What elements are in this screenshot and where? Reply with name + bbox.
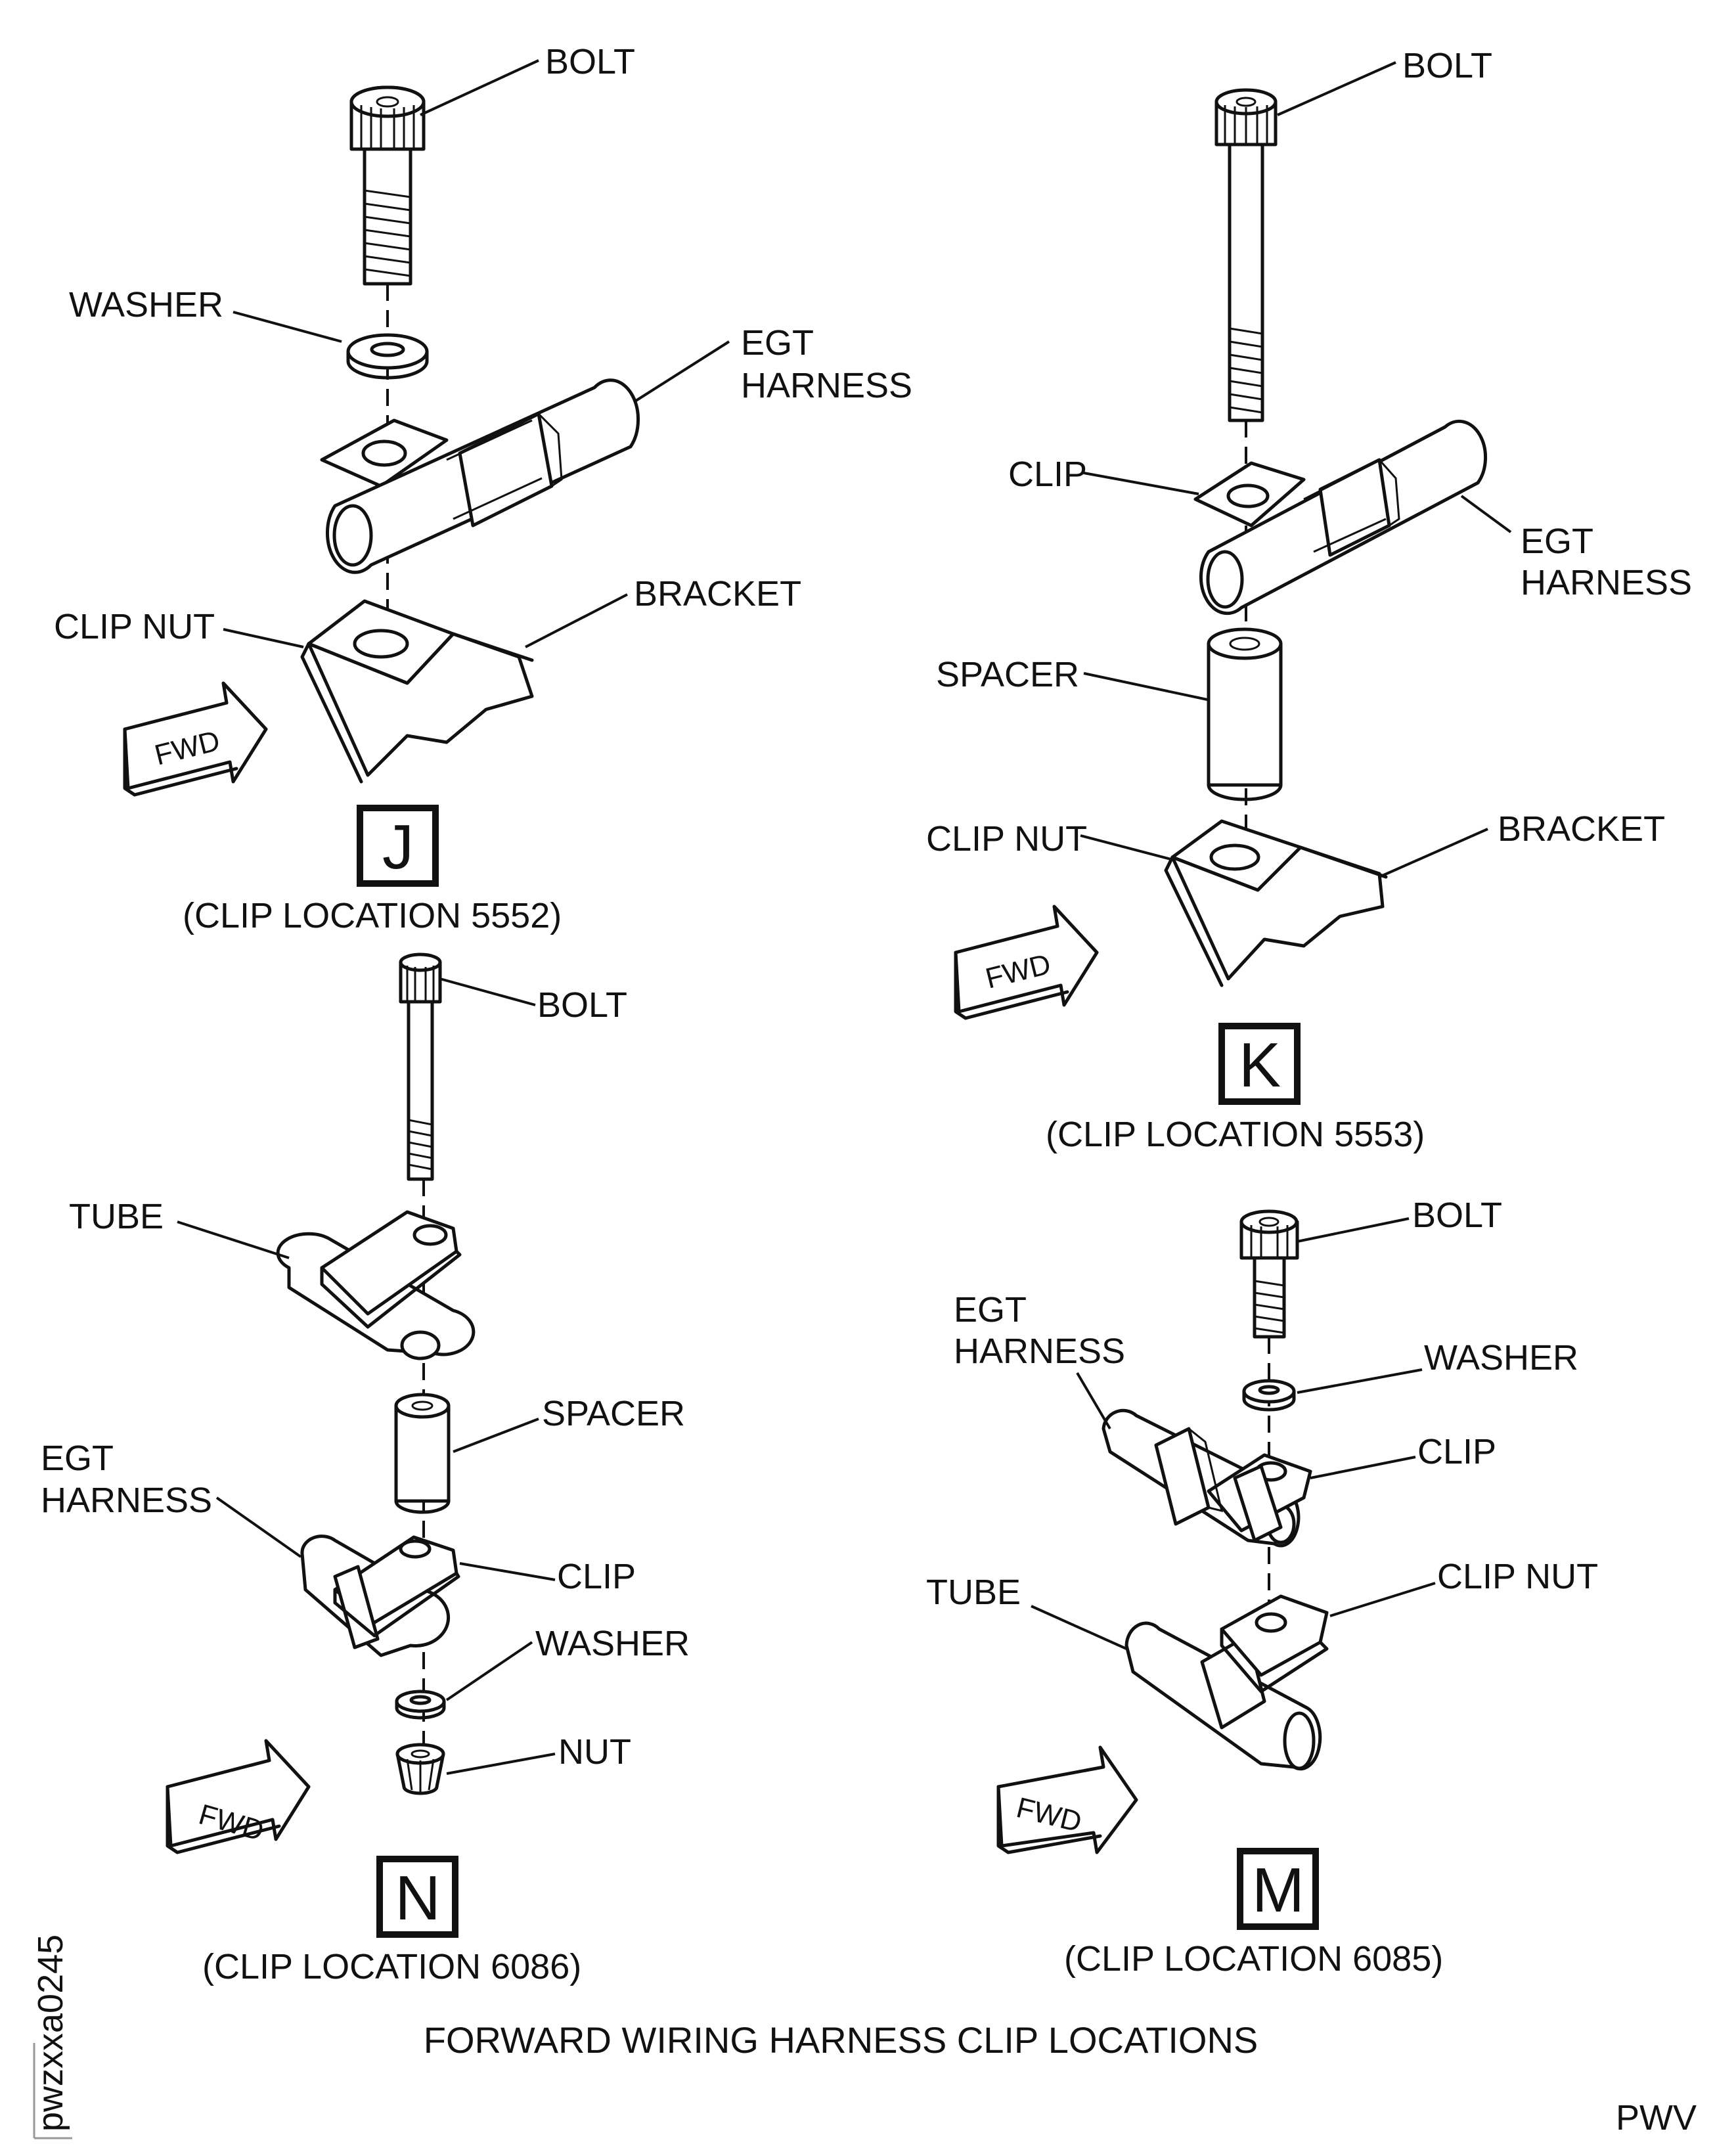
- view-k-label-egt: EGT: [1521, 522, 1593, 561]
- view-k-key-box: [1218, 1023, 1301, 1105]
- view-m-fwd-arrow: FWD: [996, 1745, 1138, 1854]
- view-m-label-bolt: BOLT: [1412, 1196, 1502, 1235]
- view-m-label-clip: CLIP: [1417, 1432, 1496, 1471]
- view-n-egt-clip: [300, 1534, 460, 1657]
- view-k-bracket: [1164, 819, 1388, 987]
- view-j-washer: [346, 333, 429, 380]
- view-n-label-spacer: SPACER: [542, 1394, 685, 1433]
- view-n-key: N: [395, 1863, 440, 1933]
- view-n-label-bolt: BOLT: [537, 985, 627, 1025]
- view-k-label-harness: HARNESS: [1521, 563, 1692, 602]
- view-m-leaders: [1031, 1217, 1436, 1650]
- view-n-fwd-arrow: FWD: [166, 1739, 311, 1854]
- figure-id-stamp: pwzxxa0245: [31, 1935, 72, 2139]
- view-n-label-harness: HARNESS: [41, 1481, 212, 1520]
- view-k-bolt: [1214, 88, 1278, 422]
- view-m-label-tube: TUBE: [926, 1573, 1021, 1612]
- view-m-key: M: [1252, 1855, 1304, 1925]
- view-n-nut: [395, 1743, 445, 1795]
- view-n-label-nut: NUT: [558, 1732, 631, 1772]
- view-m-label-clip-nut: CLIP NUT: [1437, 1557, 1598, 1596]
- view-j-leaders: [223, 59, 730, 648]
- view-n: FWD N (CLIP LOCATION 6086) BOLT TUBE SPA…: [41, 952, 690, 1986]
- view-m: FWD M (CLIP LOCATION 6085) BOLT EGT HARN…: [926, 1196, 1598, 1979]
- view-k-label-spacer: SPACER: [936, 655, 1079, 694]
- view-k-spacer: [1207, 627, 1283, 801]
- view-m-caption: (CLIP LOCATION 6085): [1064, 1939, 1443, 1979]
- view-j-label-clip-nut: CLIP NUT: [54, 607, 215, 646]
- view-n-washer: [395, 1690, 446, 1720]
- figure-id: pwzxxa0245: [31, 1935, 70, 2132]
- view-n-bolt: [399, 952, 442, 1181]
- view-j-label-bolt: BOLT: [545, 42, 635, 81]
- view-n-leaders: [177, 977, 556, 1775]
- view-m-label-washer: WASHER: [1424, 1338, 1578, 1377]
- view-k: FWD K (CLIP LOCATION 5553) BOLT CLIP EGT…: [926, 46, 1692, 1154]
- view-j-key: J: [382, 812, 414, 882]
- view-j-clip-harness: [320, 378, 640, 574]
- view-j-label-egt: EGT: [741, 323, 814, 363]
- footer-code: PWV: [1616, 2098, 1697, 2138]
- view-m-egt-clip: [1102, 1408, 1312, 1548]
- view-k-label-clip-nut: CLIP NUT: [926, 819, 1087, 859]
- view-j-caption: (CLIP LOCATION 5552): [183, 896, 562, 935]
- view-j-label-harness: HARNESS: [741, 366, 912, 405]
- view-n-key-box: [376, 1856, 458, 1938]
- view-m-label-harness: HARNESS: [954, 1332, 1125, 1371]
- view-k-label-bracket: BRACKET: [1498, 809, 1665, 849]
- figure-title: FORWARD WIRING HARNESS CLIP LOCATIONS: [424, 2019, 1258, 2061]
- view-j-bracket: [300, 599, 534, 784]
- view-m-label-egt: EGT: [954, 1290, 1027, 1330]
- view-j-label-washer: WASHER: [69, 285, 223, 325]
- view-n-label-washer: WASHER: [535, 1624, 690, 1663]
- view-j-fwd-arrow: FWD: [123, 681, 268, 797]
- view-j-bolt: [349, 85, 426, 286]
- view-n-caption: (CLIP LOCATION 6086): [202, 1947, 581, 1986]
- view-j: FWD J (CLIP LOCATION 5552) BOLT WASHER E…: [54, 42, 912, 935]
- view-k-leaders: [1080, 61, 1512, 878]
- view-n-label-clip: CLIP: [557, 1557, 636, 1596]
- view-k-caption: (CLIP LOCATION 5553): [1046, 1115, 1425, 1154]
- view-k-label-clip: CLIP: [1008, 455, 1087, 494]
- view-n-label-tube: TUBE: [69, 1197, 164, 1236]
- view-m-washer: [1242, 1379, 1296, 1412]
- view-j-label-bracket: BRACKET: [634, 574, 801, 614]
- view-n-spacer: [394, 1393, 451, 1514]
- view-k-key: K: [1239, 1030, 1281, 1100]
- view-k-label-bolt: BOLT: [1402, 46, 1492, 85]
- view-k-clip-harness: [1193, 419, 1488, 616]
- view-n-tube-clip: [276, 1210, 476, 1360]
- view-n-label-egt: EGT: [41, 1439, 114, 1478]
- view-m-key-box: [1237, 1848, 1319, 1930]
- view-m-bolt: [1239, 1209, 1299, 1339]
- view-k-fwd-arrow: FWD: [954, 905, 1099, 1020]
- view-j-key-box: [357, 805, 439, 887]
- view-m-tube-clip-nut: [1124, 1594, 1329, 1771]
